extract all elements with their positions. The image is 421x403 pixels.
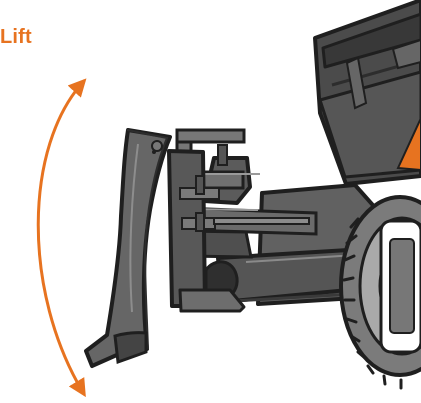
warning-panel (396, 117, 421, 172)
crawler-track (339, 195, 421, 390)
machine-body (313, 0, 421, 186)
dozer-blade (84, 128, 172, 368)
lift-arrow-icon (36, 78, 87, 398)
lift-label: Lift (0, 26, 32, 48)
hydraulic-cylinder (179, 144, 310, 232)
